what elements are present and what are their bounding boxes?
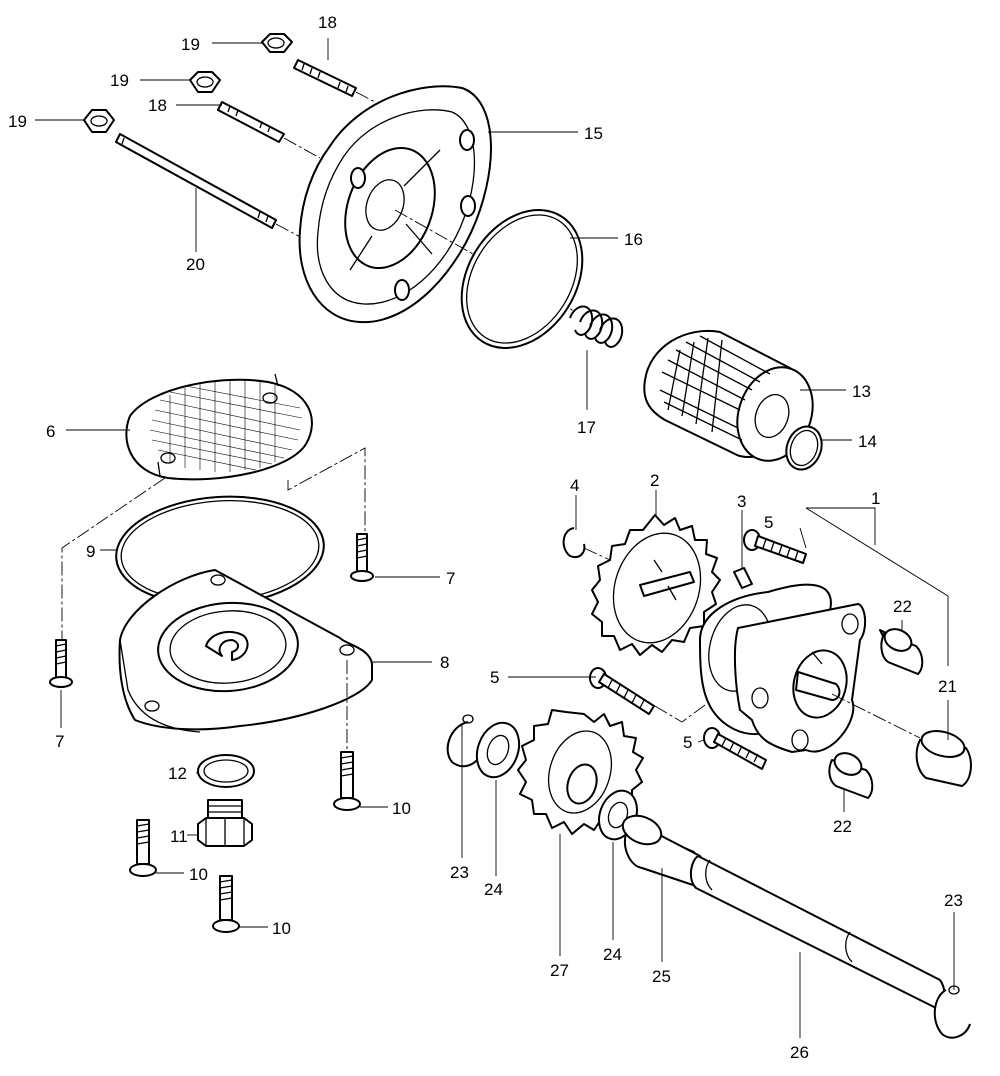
part-8-pump-housing — [118, 569, 373, 733]
label-8: 8 — [440, 653, 449, 672]
part-16-o-ring — [460, 209, 584, 349]
part-19-nut-a — [261, 33, 293, 53]
part-18-stud-upper — [293, 59, 357, 97]
label-10-b: 10 — [189, 865, 208, 884]
label-21: 21 — [938, 677, 957, 696]
label-19-c: 19 — [8, 112, 27, 131]
part-19-nut-b — [189, 71, 221, 93]
part-21-bushing — [915, 730, 972, 787]
part-22-sleeve-upper — [879, 628, 924, 675]
part-5-screw-lower — [703, 727, 767, 770]
label-18-a: 18 — [318, 13, 337, 32]
label-7-a: 7 — [446, 569, 455, 588]
label-19-a: 19 — [181, 35, 200, 54]
label-10-a: 10 — [392, 799, 411, 818]
label-11: 11 — [170, 827, 188, 846]
part-26-pump-shaft — [690, 855, 946, 1011]
part-19-nut-c — [83, 109, 115, 133]
part-11-drain-plug — [197, 799, 253, 847]
label-24-b: 24 — [603, 945, 622, 964]
label-19-b: 19 — [110, 71, 129, 90]
part-5-screw-middle — [589, 667, 655, 715]
label-10-c: 10 — [272, 919, 291, 938]
label-15: 15 — [584, 124, 603, 143]
label-25: 25 — [652, 967, 671, 986]
label-12: 12 — [168, 764, 187, 783]
part-15-filter-cover — [298, 85, 492, 324]
part-18-stud-lower — [217, 101, 285, 143]
part-17-spring — [569, 305, 624, 348]
label-2: 2 — [650, 471, 659, 490]
label-16: 16 — [624, 230, 643, 249]
part-14-small-o-ring — [785, 425, 823, 471]
label-3: 3 — [737, 492, 746, 511]
label-17: 17 — [577, 418, 596, 437]
label-7-b: 7 — [55, 732, 64, 751]
part-10-bolt-a — [333, 751, 361, 811]
part-13-oil-filter — [643, 329, 814, 462]
label-26: 26 — [790, 1043, 809, 1062]
part-1-pump-assembly — [699, 583, 866, 753]
label-1: 1 — [871, 489, 880, 508]
label-9: 9 — [86, 542, 95, 561]
part-22-sleeve-lower — [828, 752, 874, 799]
label-23-a: 23 — [450, 863, 469, 882]
part-23-circlip-right — [933, 985, 971, 1039]
part-20-long-stud — [115, 133, 277, 229]
label-22-a: 22 — [893, 597, 912, 616]
label-23-b: 23 — [944, 891, 963, 910]
label-22-b: 22 — [833, 817, 852, 836]
part-7-bolt-right — [350, 533, 374, 582]
label-5-b: 5 — [490, 668, 499, 687]
label-20: 20 — [186, 255, 205, 274]
label-18-b: 18 — [148, 96, 167, 115]
part-24-washer-left — [475, 721, 521, 779]
part-23-circlip-left — [446, 714, 481, 768]
part-12-sealing-washer — [197, 754, 255, 788]
part-10-bolt-b — [129, 819, 157, 877]
label-5-a: 5 — [764, 513, 773, 532]
label-27: 27 — [550, 961, 569, 980]
leader-lines — [35, 38, 955, 1038]
part-5-screw-upper — [743, 529, 807, 564]
part-3-dowel-pin — [733, 567, 753, 589]
part-7-bolt-left — [49, 639, 73, 688]
label-24-a: 24 — [484, 880, 503, 899]
label-4: 4 — [570, 476, 579, 495]
part-4-circlip — [562, 527, 586, 558]
part-2-drive-gear — [591, 514, 721, 656]
part-6-strainer-screen — [125, 373, 313, 481]
callout-labels: 19 19 19 18 18 20 15 16 17 13 14 6 9 8 7… — [8, 13, 963, 1062]
label-13: 13 — [852, 382, 871, 401]
label-14: 14 — [858, 432, 877, 451]
part-10-bolt-c — [212, 875, 240, 933]
label-5-c: 5 — [683, 733, 692, 752]
label-6: 6 — [46, 422, 55, 441]
